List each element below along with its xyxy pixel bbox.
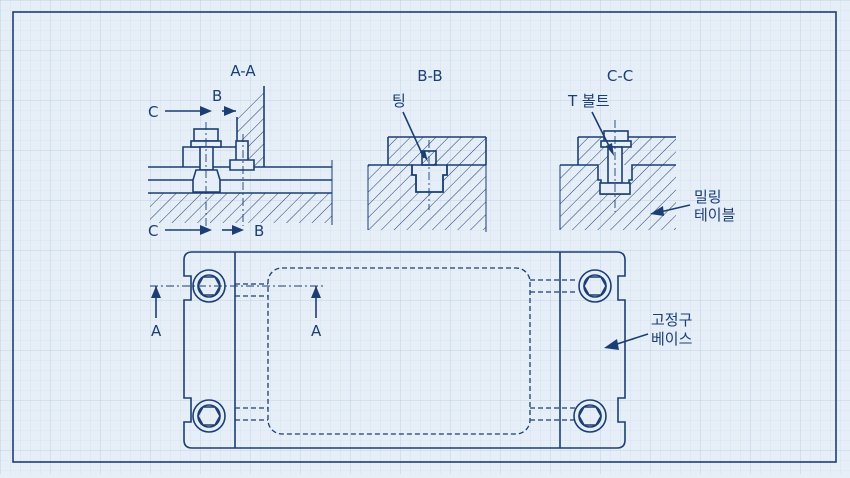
fixture-base-outline (183, 251, 626, 449)
cut-mark-c-bottom: C (148, 222, 158, 240)
cc-nut (603, 130, 629, 142)
aa-bolt-shank (199, 146, 214, 171)
cc-part-label: T 볼트 (567, 92, 610, 110)
aa-arrow-b-bottom (232, 225, 244, 235)
bb-table-hatch (368, 165, 486, 230)
cut-mark-a-left: A (151, 322, 162, 340)
aa-arrow-c-top (200, 106, 212, 116)
bolt-hole-bottom-right (573, 399, 607, 433)
table-leader-arrow (650, 206, 664, 216)
section-cc-title: C-C (607, 67, 633, 85)
plan-arrow-a-left (151, 286, 161, 298)
aa-bolt-head (192, 169, 221, 193)
cc-table-hatch (560, 165, 676, 230)
cut-mark-a-right: A (311, 322, 322, 340)
cc-washer (600, 140, 632, 148)
bolt-hole-top-right (578, 269, 612, 303)
aa-arrow-b-top (224, 106, 236, 116)
label-milling-table-2: 테이블 (694, 206, 735, 224)
plan-view: A A 고정구 베이스 (150, 251, 693, 449)
label-milling-table-1: 밀링 (694, 188, 722, 206)
label-fixture-base-2: 베이스 (651, 330, 693, 348)
cut-mark-b-bottom: B (254, 222, 264, 240)
plan-arrow-a-right (311, 286, 321, 298)
cut-mark-c-top: C (148, 103, 158, 121)
hidden-pocket (267, 267, 531, 435)
section-aa: A-A C B C B (148, 62, 333, 240)
aa-arrow-c-bottom (200, 225, 212, 235)
bb-fixture-hatch (388, 137, 486, 165)
section-cc: C-C T 볼트 밀링 테이블 (559, 67, 735, 230)
bb-part-label: 팅 (392, 92, 406, 110)
bolt-hole-bottom-left (192, 399, 226, 433)
cut-mark-b-top: B (212, 87, 222, 105)
label-fixture-base-1: 고정구 (651, 311, 692, 329)
section-bb-title: B-B (417, 67, 442, 85)
aa-table-hatch (150, 193, 332, 223)
section-aa-title: A-A (230, 62, 256, 80)
section-bb: B-B 팅 (367, 67, 487, 232)
fixture-leader-arrow (604, 339, 619, 350)
drawing-frame (12, 11, 837, 463)
